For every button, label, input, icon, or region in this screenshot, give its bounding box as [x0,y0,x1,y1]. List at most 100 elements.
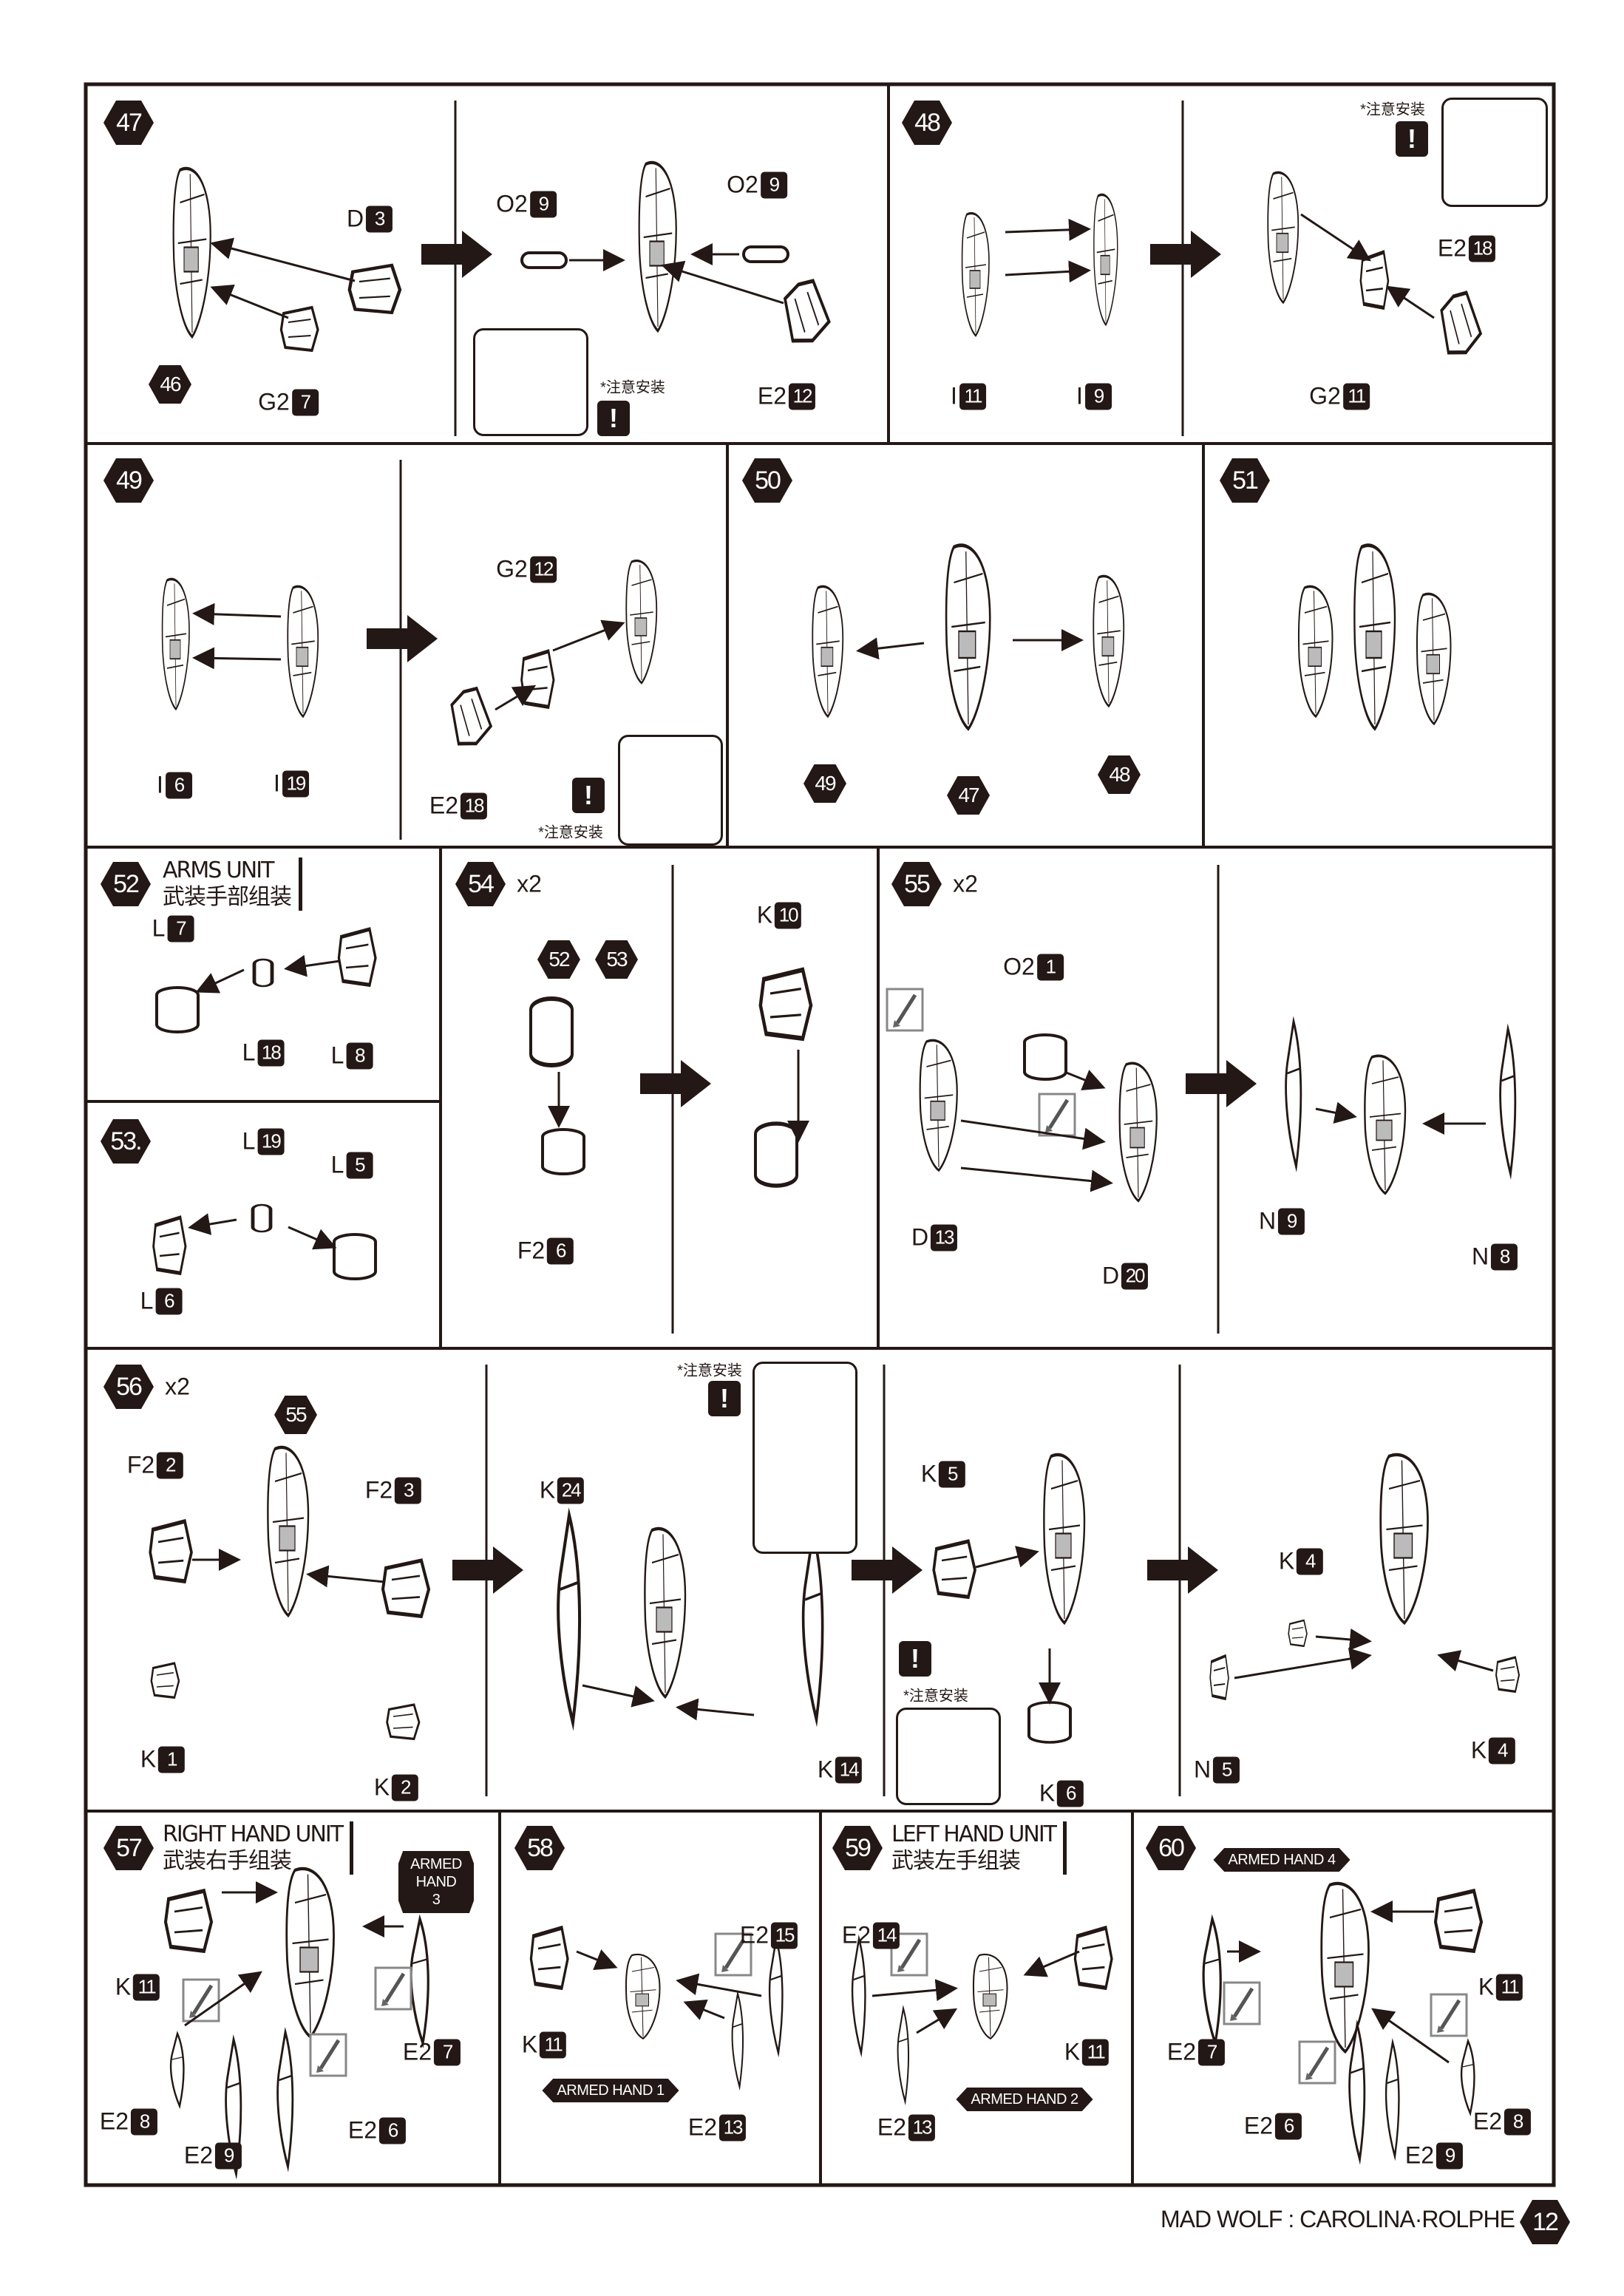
quantity-multiplier: x2 [953,870,978,897]
step-arrow [852,1546,923,1594]
armed-hand-tag: ARMED HAND 4 [1213,1848,1350,1872]
step-arrow [1150,231,1221,278]
part-g2-7 [279,306,319,352]
quantity-multiplier: x2 [517,870,542,897]
warning-icon: ! [597,401,630,436]
step-59-art [852,1928,1112,2103]
step-51-art [1297,546,1453,729]
step-48-art [960,171,1483,361]
warning-icon: ! [708,1381,741,1416]
caution-note: *注意安装 [538,824,603,841]
step-54-art [531,970,811,1186]
armor-part-46 [174,169,211,337]
quantity-multiplier: x2 [165,1373,190,1400]
caution-note: *注意安装 [677,1362,742,1379]
title-english: RIGHT HAND UNIT [163,1821,344,1847]
step-arrow [367,615,438,662]
step-arrow [452,1546,523,1594]
step-55-art [887,989,1515,1203]
manual-title-footer: MAD WOLF : CAROLINA·ROLPHE [1161,2206,1515,2232]
step-number: 48 [902,101,952,145]
armed-hand-tag: ARMED HAND 2 [956,2088,1093,2111]
page-frame [84,82,1556,2187]
part-o2-9 [742,245,789,263]
step-57-art [166,1869,428,2174]
armed-hand-tag: ARMED HAND 3 [398,1851,474,1913]
part-o2-9 [520,251,568,269]
title-english: ARMS UNIT [163,857,274,883]
step-number: 51 [1220,458,1270,503]
step-58-art [531,1928,782,2088]
step-60-art [1203,1884,1481,2159]
step-56-art [150,1447,1521,1744]
step-52-53-art [154,929,376,1280]
part-d3 [350,265,400,313]
step-arrow [421,231,492,278]
caution-inset-49 [618,735,723,846]
step-arrow [1147,1546,1218,1594]
caution-note: *注意安装 [600,379,665,396]
title-chinese: 武装右手组装 [163,1849,292,1873]
step-50-art [811,546,1125,729]
caution-inset-47 [473,328,588,436]
armor-part [639,163,676,331]
caution-inset-56b [896,1708,1001,1805]
caution-inset-48 [1441,98,1548,207]
caution-inset-56a [752,1362,857,1554]
step-number: 55 [891,862,942,906]
caution-note: *注意安装 [1360,101,1425,118]
step-number: 60 [1146,1826,1196,1870]
step-49-art [160,559,658,752]
armed-hand-tag: ARMED HAND 1 [542,2079,679,2102]
